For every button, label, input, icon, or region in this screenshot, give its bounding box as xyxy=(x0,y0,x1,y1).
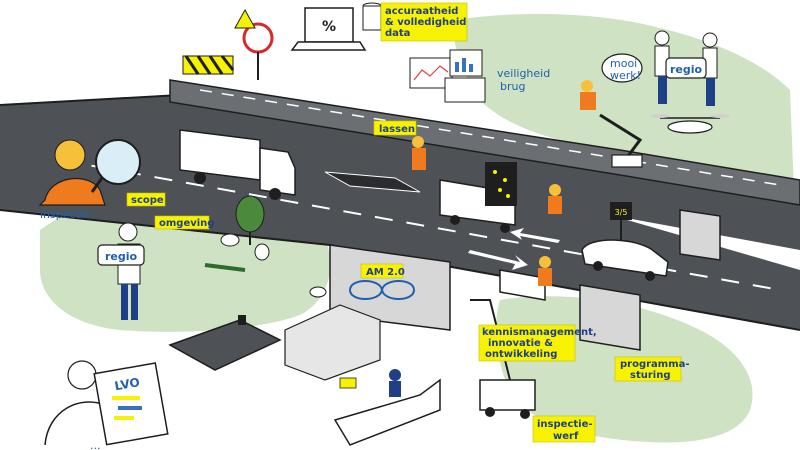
label-accuracy-line3: data xyxy=(385,28,410,39)
label-scope: scope xyxy=(131,195,164,206)
label-veiligheid-line1: veiligheid xyxy=(497,67,550,80)
label-am: AM 2.0 xyxy=(366,267,405,278)
drone-icon xyxy=(650,114,730,134)
road-barrier-icon xyxy=(182,8,274,80)
regio-team-icon xyxy=(601,30,718,106)
laptop-percent-text: % xyxy=(322,19,336,35)
car-icon xyxy=(581,239,669,281)
regio-person-icon xyxy=(97,222,145,320)
inspection-van-icon xyxy=(439,162,517,233)
label-accuracy-line2: & volledigheid xyxy=(385,17,466,28)
bottom-cut-text: ... xyxy=(90,439,101,450)
speech-werk: werk! xyxy=(610,69,641,82)
speech-mooi: mooi xyxy=(610,57,637,70)
workers xyxy=(38,80,596,286)
label-programma-line1: programma- xyxy=(620,359,690,370)
label-veiligheid-line2: brug xyxy=(500,80,525,93)
cherry-picker-icon xyxy=(470,269,546,419)
label-accuracy-line1: accuraatheid xyxy=(385,6,458,17)
sign-regio-right: regio xyxy=(670,63,703,76)
label-kennis-line2: innovatie & xyxy=(488,338,553,349)
vms-sign-text: 3/5 xyxy=(615,208,628,217)
label-omgeving: omgeving xyxy=(159,218,214,229)
barge-icon xyxy=(168,315,282,371)
label-werf-line1: inspectie- xyxy=(537,419,593,430)
sheet-pile-icon xyxy=(284,304,381,381)
vms-sign-icon xyxy=(610,202,632,240)
tree-icon xyxy=(235,195,265,245)
database-icon xyxy=(362,2,382,31)
label-inspectie: inspectie xyxy=(40,208,90,221)
label-kennis-line1: kennismanagement, xyxy=(482,327,597,338)
label-kennis-line3: ontwikkeling xyxy=(485,349,557,360)
robot-arm-icon xyxy=(599,113,643,168)
animals-icon xyxy=(204,233,327,298)
sign-regio-left: regio xyxy=(105,250,138,263)
label-programma-line2: sturing xyxy=(630,370,671,381)
infinity-icon xyxy=(348,280,416,300)
boat-icon xyxy=(333,369,441,446)
laptop-icon xyxy=(290,7,367,51)
dashboard-charts-icon xyxy=(409,49,486,103)
truck-icon xyxy=(179,129,296,200)
label-werf-line2: werf xyxy=(553,431,579,442)
clipboard-lvo: LVO xyxy=(113,375,140,393)
lvo-person-icon xyxy=(44,360,169,446)
label-lassen: lassen xyxy=(379,124,415,135)
